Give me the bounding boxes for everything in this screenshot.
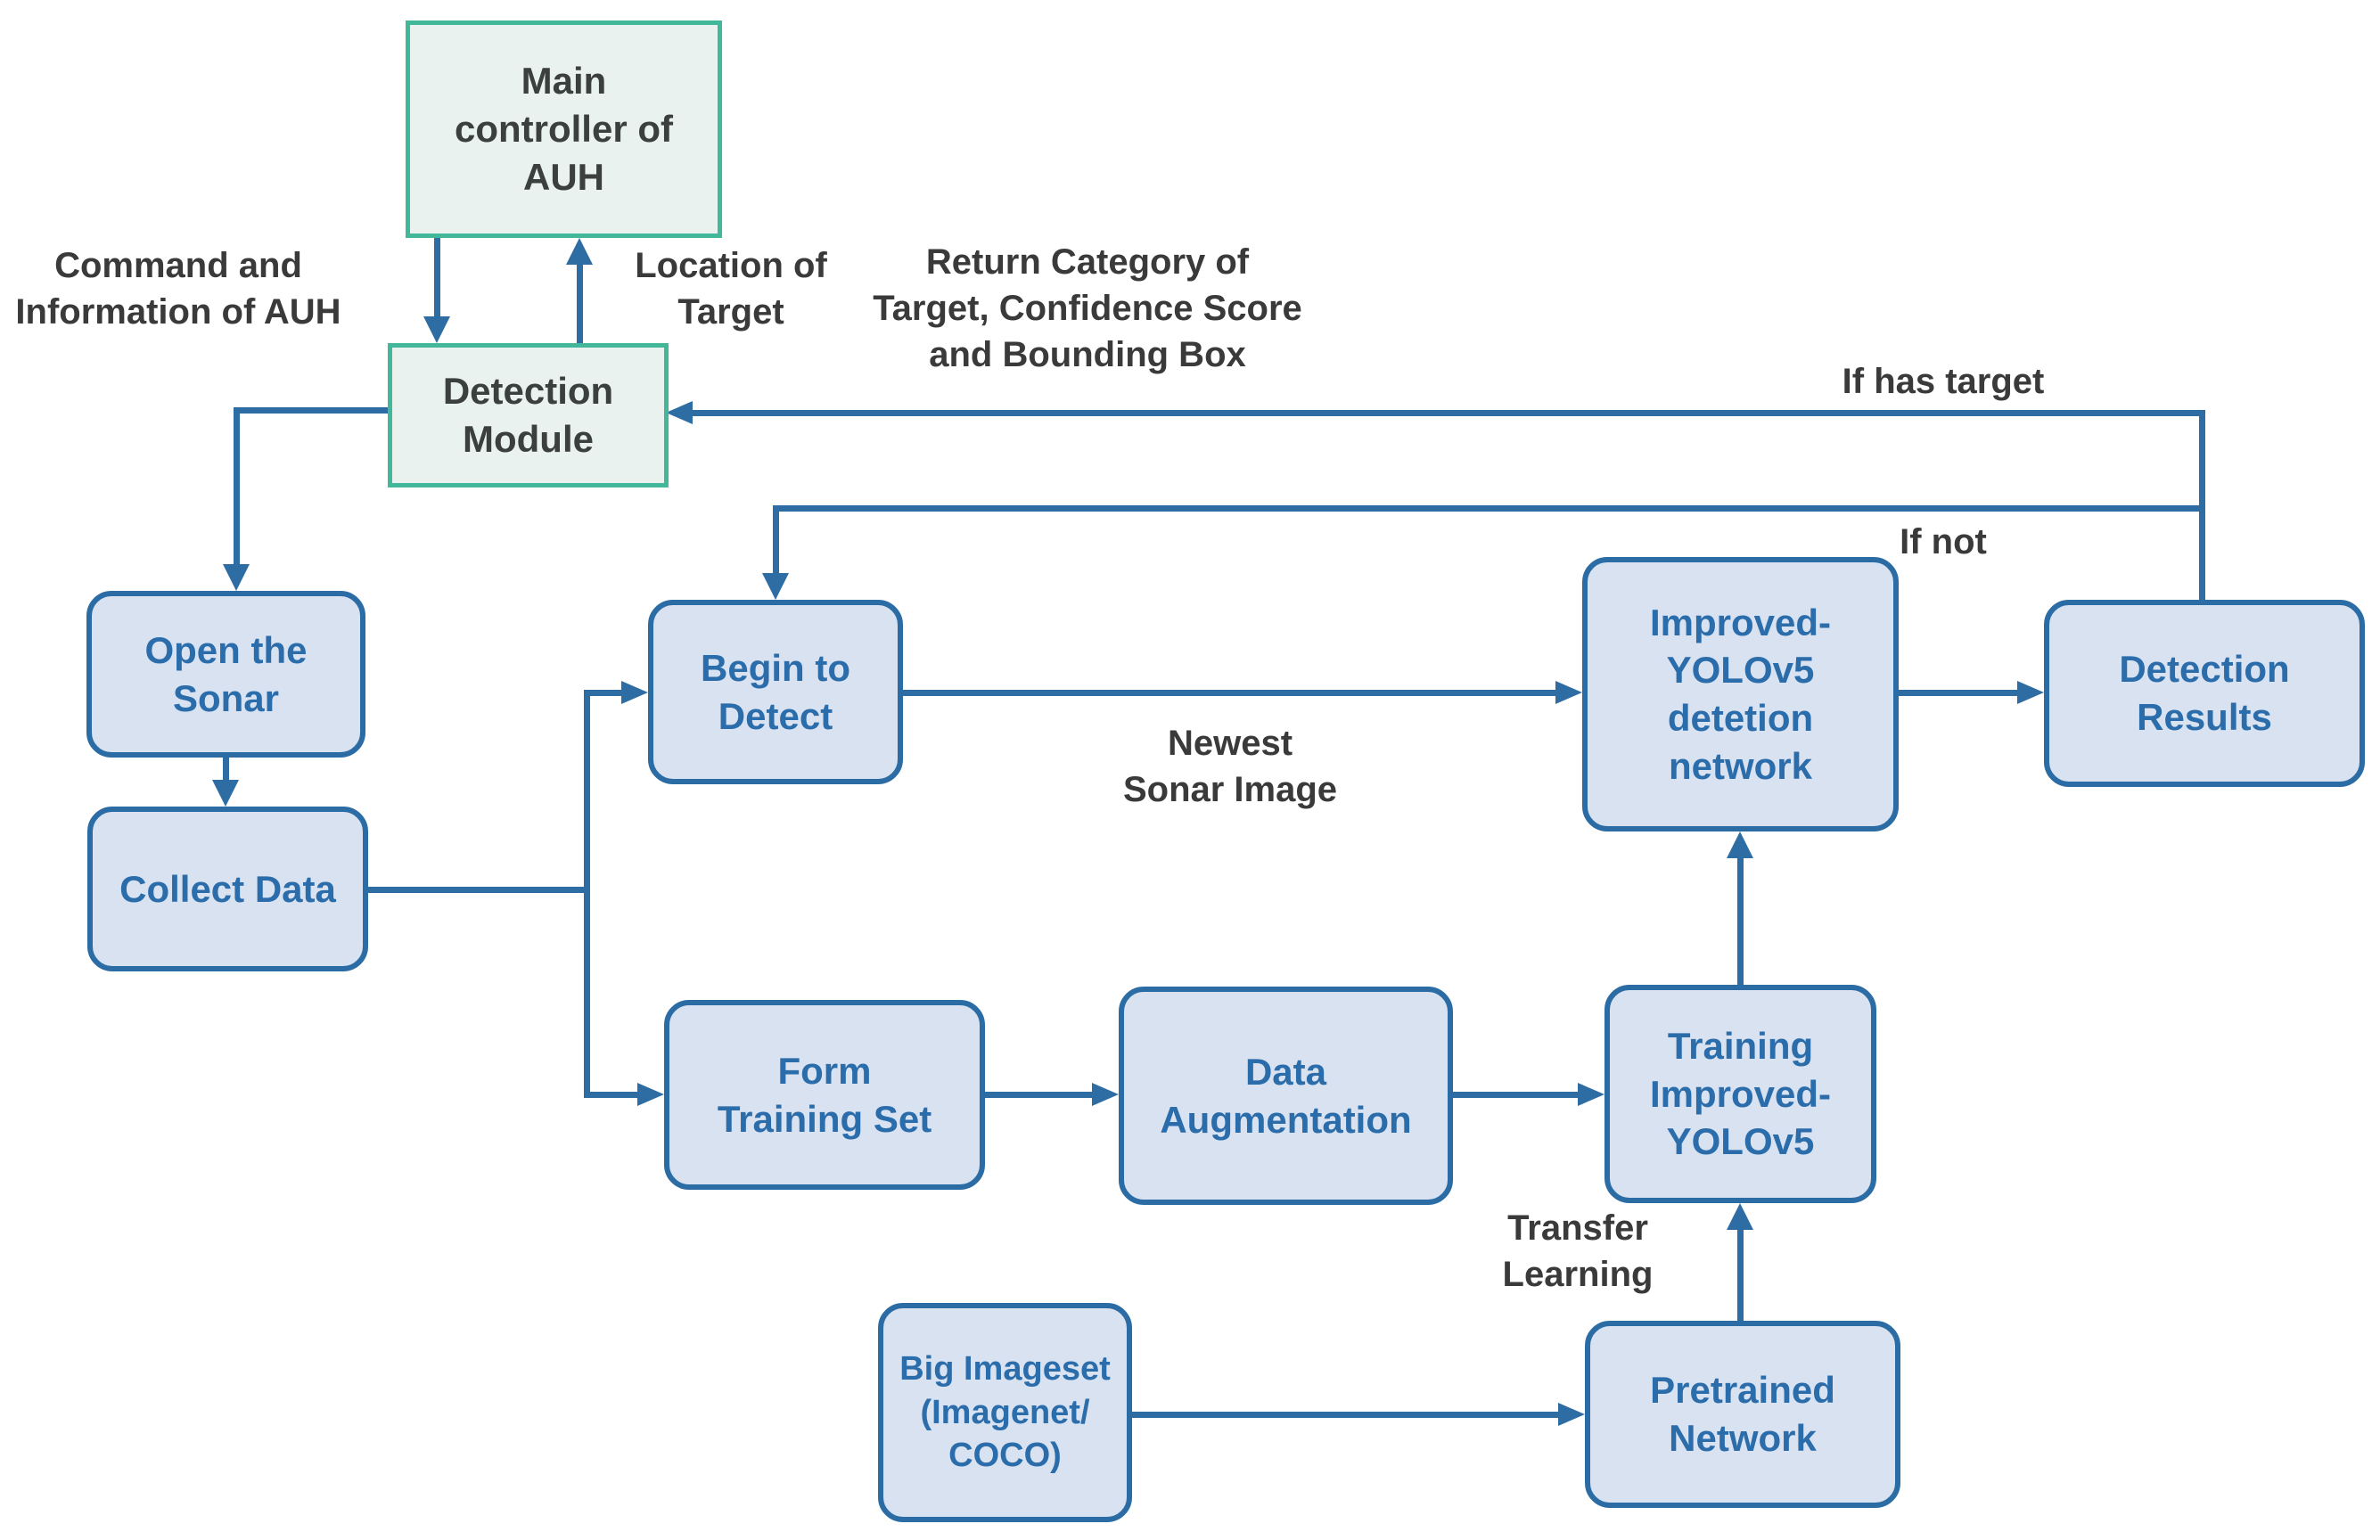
- label-newest-sonar: Newest Sonar Image: [1122, 724, 1338, 809]
- edge-module-down: [234, 407, 240, 566]
- arrowhead-right-icon: [1558, 1403, 1585, 1426]
- arrowhead-down-icon: [762, 573, 789, 600]
- edge-results-up-spine: [2199, 410, 2205, 600]
- arrowhead-up-icon: [1727, 1203, 1753, 1230]
- node-big-imageset-label: Big Imageset (Imagenet/ COCO): [899, 1350, 1111, 1475]
- edge-to-form: [584, 1092, 639, 1098]
- arrowhead-right-icon: [621, 681, 648, 704]
- arrowhead-down-icon: [223, 564, 250, 591]
- edge-return-category: [691, 410, 2203, 416]
- edge-begin-to-network: [901, 690, 1557, 696]
- label-transfer-learning: Transfer Learning: [1502, 1208, 1654, 1294]
- label-command-info: Command and Information of AUH: [15, 246, 341, 332]
- edge-main-to-detection: [434, 238, 440, 320]
- node-form-training-set: Form Training Set: [664, 1000, 985, 1190]
- label-location-target: Location of Target: [635, 246, 827, 332]
- edge-imageset-to-pretrained: [1130, 1412, 1560, 1418]
- node-begin-detect-label: Begin to Detect: [701, 646, 850, 737]
- edge-sonar-to-collect: [223, 758, 229, 782]
- node-detection-module-label: Detection Module: [442, 370, 614, 460]
- node-detection-results: Detection Results: [2044, 600, 2365, 787]
- node-main-controller-label: Main controller of AUH: [454, 60, 673, 198]
- edge-network-to-results: [1897, 690, 2019, 696]
- label-if-has-target: If has target: [1842, 362, 2045, 401]
- edge-module-left: [234, 407, 390, 414]
- node-training-improved-label: Training Improved- YOLOv5: [1649, 1024, 1832, 1163]
- node-begin-detect: Begin to Detect: [648, 600, 903, 784]
- arrowhead-right-icon: [1092, 1083, 1119, 1106]
- arrowhead-up-icon: [1727, 831, 1753, 858]
- arrowhead-right-icon: [1555, 681, 1582, 704]
- node-form-training-set-label: Form Training Set: [717, 1049, 932, 1140]
- node-detection-results-label: Detection Results: [2119, 648, 2290, 738]
- arrowhead-up-icon: [566, 238, 593, 265]
- label-if-not: If not: [1900, 522, 1987, 561]
- node-pretrained-network-label: Pretrained Network: [1650, 1369, 1835, 1459]
- arrowhead-right-icon: [637, 1083, 664, 1106]
- edge-pretrained-to-training: [1737, 1228, 1744, 1321]
- arrowhead-down-icon: [212, 780, 239, 807]
- edge-aug-to-training: [1451, 1092, 1580, 1098]
- edge-collect-spine: [584, 690, 590, 1098]
- arrowhead-left-icon: [666, 401, 693, 424]
- edge-collect-out: [366, 887, 587, 893]
- edge-if-not-drop: [773, 505, 779, 573]
- label-return-category: Return Category of Target, Confidence Sc…: [873, 242, 1302, 374]
- edge-to-begin: [584, 690, 623, 696]
- node-training-improved: Training Improved- YOLOv5: [1604, 985, 1876, 1203]
- arrowhead-down-icon: [423, 316, 450, 343]
- edge-form-to-aug: [983, 1092, 1094, 1098]
- edge-detection-to-main: [577, 263, 583, 343]
- edge-if-not: [773, 505, 2203, 512]
- arrowhead-right-icon: [1578, 1083, 1604, 1106]
- node-improved-network: Improved- YOLOv5 detetion network: [1582, 557, 1899, 831]
- arrowhead-right-icon: [2017, 681, 2044, 704]
- node-data-augmentation: Data Augmentation: [1119, 987, 1453, 1205]
- node-collect-data: Collect Data: [87, 807, 368, 971]
- node-open-sonar-label: Open the Sonar: [144, 628, 308, 719]
- node-improved-network-label: Improved- YOLOv5 detetion network: [1649, 601, 1832, 787]
- node-collect-data-label: Collect Data: [119, 867, 336, 910]
- node-big-imageset: Big Imageset (Imagenet/ COCO): [878, 1303, 1132, 1522]
- edge-training-to-network: [1737, 856, 1744, 985]
- node-main-controller: Main controller of AUH: [406, 20, 722, 238]
- node-pretrained-network: Pretrained Network: [1585, 1321, 1900, 1508]
- node-data-augmentation-label: Data Augmentation: [1160, 1050, 1412, 1141]
- node-open-sonar: Open the Sonar: [86, 591, 365, 758]
- node-detection-module: Detection Module: [388, 343, 669, 487]
